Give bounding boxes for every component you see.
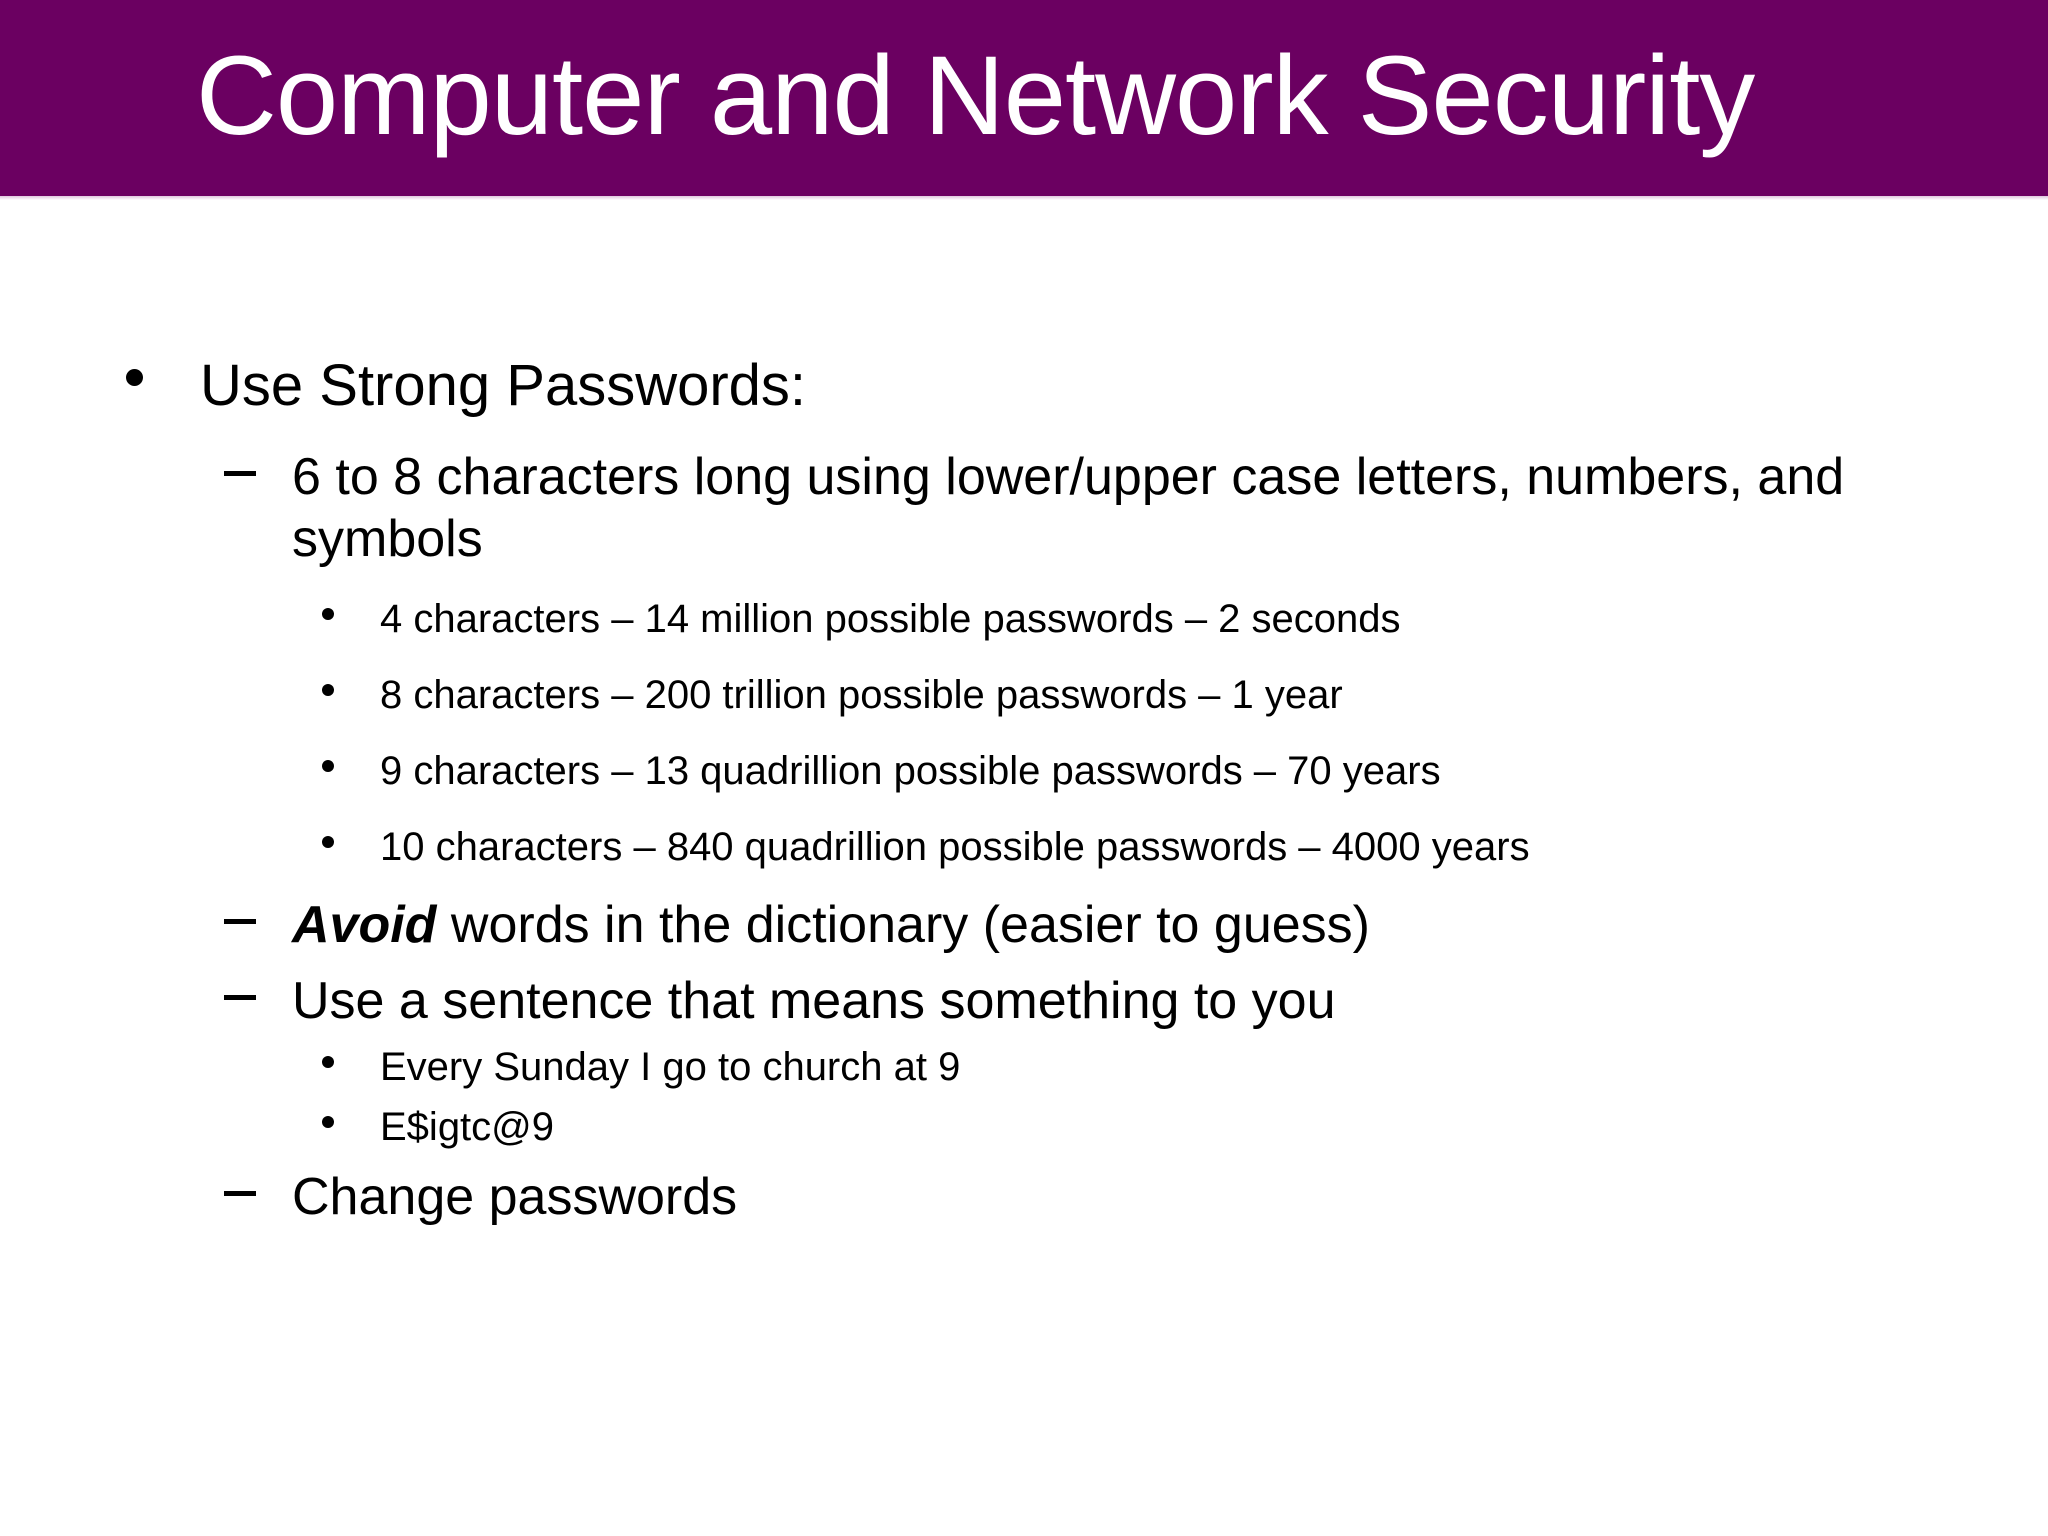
bullet-level2-label: Use a sentence that means something to y…: [292, 972, 1336, 1030]
bullet-level3-label: 10 characters – 840 quadrillion possible…: [380, 825, 1530, 869]
bullet-level3-9-characters: 9 characters – 13 quadrillion possible p…: [0, 746, 2048, 796]
bullet-dot-small-icon: [322, 1102, 380, 1152]
bullet-level2-avoid-dictionary-words: Avoid words in the dictionary (easier to…: [0, 894, 2048, 956]
bullet-dot-small-icon: [322, 670, 380, 720]
page-title: Computer and Network Security: [196, 33, 1755, 158]
bullet-level2-label: Change passwords: [292, 1168, 738, 1226]
bullet-level2-length-rule: 6 to 8 characters long using lower/upper…: [0, 446, 2048, 570]
bullet-level3-label: 8 characters – 200 trillion possible pas…: [380, 673, 1343, 717]
bullet-dot-small-icon: [322, 746, 380, 796]
bullet-level2-label: 6 to 8 characters long using lower/upper…: [292, 448, 1845, 568]
en-dash-icon: [224, 1166, 292, 1228]
title-band-shadow: [0, 196, 2048, 200]
bullet-level2-use-a-sentence: Use a sentence that means something to y…: [0, 970, 2048, 1032]
emphasis-avoid: Avoid: [292, 896, 437, 954]
en-dash-icon: [224, 970, 292, 1032]
bullet-level2-change-passwords: Change passwords: [0, 1166, 2048, 1228]
bullet-level3-4-characters: 4 characters – 14 million possible passw…: [0, 594, 2048, 644]
bullet-level1-use-strong-passwords: Use Strong Passwords:: [0, 348, 2048, 424]
title-band: [0, 0, 2048, 196]
bullet-level2-rest: words in the dictionary (easier to guess…: [436, 896, 1370, 954]
bullet-dot-icon: [126, 348, 200, 424]
bullet-level3-label: E$igtc@9: [380, 1105, 555, 1149]
bullet-level2-label: Avoid words in the dictionary (easier to…: [292, 894, 1952, 956]
en-dash-icon: [224, 446, 292, 508]
en-dash-icon: [224, 894, 292, 956]
bullet-level3-password-example: E$igtc@9: [0, 1102, 2048, 1152]
bullet-dot-small-icon: [322, 822, 380, 872]
bullet-level1-label: Use Strong Passwords:: [200, 353, 807, 418]
bullet-level3-sentence-example: Every Sunday I go to church at 9: [0, 1042, 2048, 1092]
bullet-dot-small-icon: [322, 1042, 380, 1092]
bullet-level3-label: Every Sunday I go to church at 9: [380, 1045, 961, 1089]
slide-body: Use Strong Passwords: 6 to 8 characters …: [0, 196, 2048, 1536]
bullet-level3-10-characters: 10 characters – 840 quadrillion possible…: [0, 822, 2048, 872]
bullet-level3-label: 9 characters – 13 quadrillion possible p…: [380, 749, 1441, 793]
bullet-level3-label: 4 characters – 14 million possible passw…: [380, 597, 1401, 641]
bullet-level3-8-characters: 8 characters – 200 trillion possible pas…: [0, 670, 2048, 720]
bullet-dot-small-icon: [322, 594, 380, 644]
